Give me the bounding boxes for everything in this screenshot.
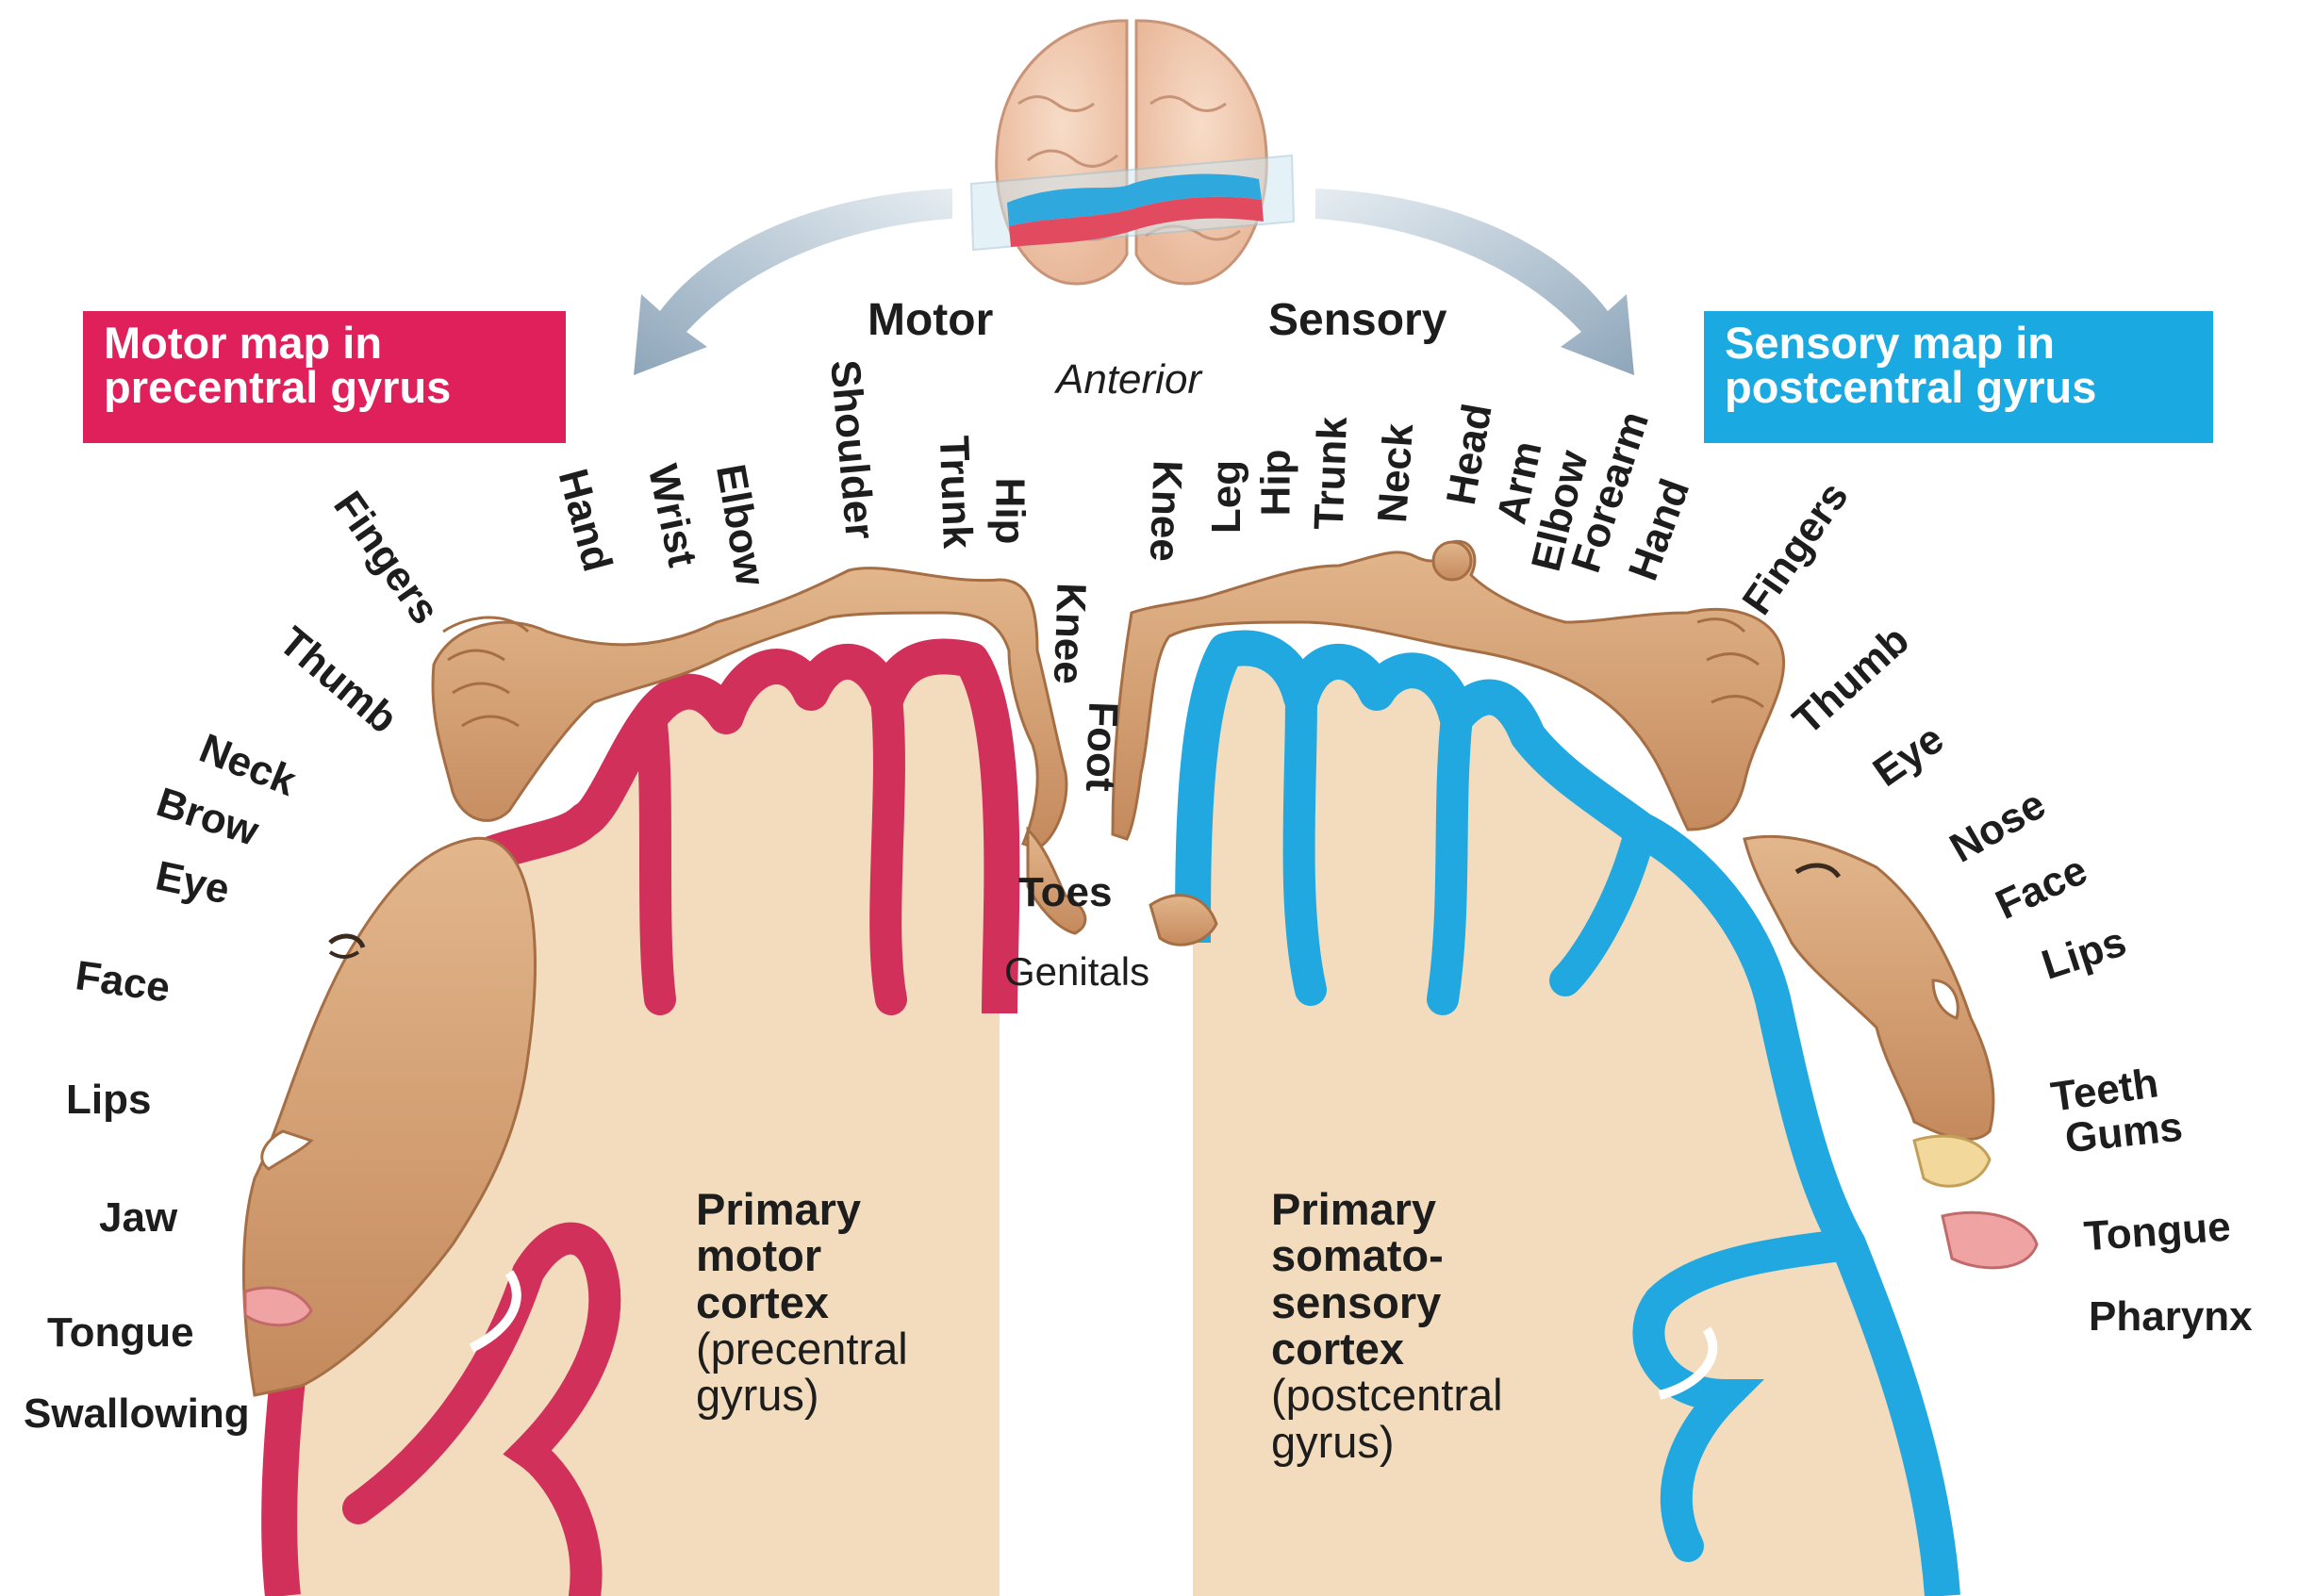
motor-cortex-line5: gyrus) bbox=[696, 1370, 819, 1421]
sensory-map-box-line2: postcentral gyrus bbox=[1725, 362, 2097, 412]
motor-label-toes: Toes bbox=[1018, 869, 1113, 915]
sensory-label-neck: Neck bbox=[1368, 421, 1423, 525]
sensory-homunculus bbox=[1111, 539, 2039, 1270]
motor-cortex-line1: Primary bbox=[696, 1184, 862, 1234]
sensory-label-genitals: Genitals bbox=[1004, 949, 1150, 994]
sensory-cortex-line5: (postcentral bbox=[1271, 1370, 1503, 1421]
sensory-map-box-bg bbox=[1704, 311, 2213, 443]
motor-label-hip: Hip bbox=[986, 477, 1033, 545]
motor-homunculus bbox=[241, 567, 1087, 1397]
sensory-map-box-line1: Sensory map in bbox=[1725, 318, 2055, 368]
motor-map-box: Motor map in precentral gyrus bbox=[83, 321, 566, 434]
motor-label-foot: Foot bbox=[1077, 700, 1127, 793]
brain-top-view-icon bbox=[969, 19, 1296, 286]
sensory-label-pharynx: Pharynx bbox=[2089, 1293, 2253, 1340]
motor-label-knee: Knee bbox=[1044, 582, 1095, 685]
sensory-cortex-label: Primary somato- sensory cortex (postcent… bbox=[1271, 1186, 1503, 1465]
sensory-label-tongue: Tongue bbox=[2082, 1203, 2233, 1260]
anterior-label: Anterior bbox=[1056, 356, 1202, 403]
sensory-cortex-line3: sensory bbox=[1271, 1276, 1442, 1327]
sensory-cortex-line4: cortex bbox=[1271, 1324, 1405, 1374]
sensory-label-knee: Knee bbox=[1140, 459, 1191, 563]
sensory-label-trunk: Trunk bbox=[1305, 416, 1356, 531]
right-arrow-icon bbox=[1315, 189, 1634, 375]
sensory-cortex-line6: gyrus) bbox=[1271, 1416, 1395, 1467]
motor-heading: Motor bbox=[868, 295, 994, 345]
motor-label-swallowing: Swallowing bbox=[24, 1390, 250, 1437]
motor-label-lips: Lips bbox=[66, 1077, 152, 1123]
motor-map-box-line1: Motor map in bbox=[104, 318, 383, 368]
sensory-map-box: Sensory map in postcentral gyrus bbox=[1704, 321, 2213, 434]
motor-label-trunk: Trunk bbox=[930, 435, 981, 550]
motor-cortex-label: Primary motor cortex (precentral gyrus) bbox=[696, 1186, 908, 1419]
sensory-cortex-line1: Primary bbox=[1271, 1184, 1437, 1234]
motor-cortex-line2: motor bbox=[696, 1230, 822, 1281]
sensory-heading: Sensory bbox=[1268, 295, 1447, 345]
motor-map-box-line2: precentral gyrus bbox=[104, 362, 452, 412]
left-arrow-icon bbox=[634, 189, 952, 375]
sensory-label-leg: Leg bbox=[1203, 459, 1250, 535]
sensory-cortex-line2: somato- bbox=[1271, 1230, 1444, 1281]
sensory-cortex-section bbox=[1175, 630, 1960, 1596]
motor-label-tongue: Tongue bbox=[47, 1309, 194, 1356]
motor-label-jaw: Jaw bbox=[99, 1194, 178, 1241]
motor-cortex-line3: cortex bbox=[696, 1276, 830, 1327]
motor-cortex-line4: (precentral bbox=[696, 1324, 908, 1374]
motor-map-box-bg bbox=[83, 311, 566, 443]
sensory-label-hip: Hip bbox=[1252, 449, 1299, 517]
